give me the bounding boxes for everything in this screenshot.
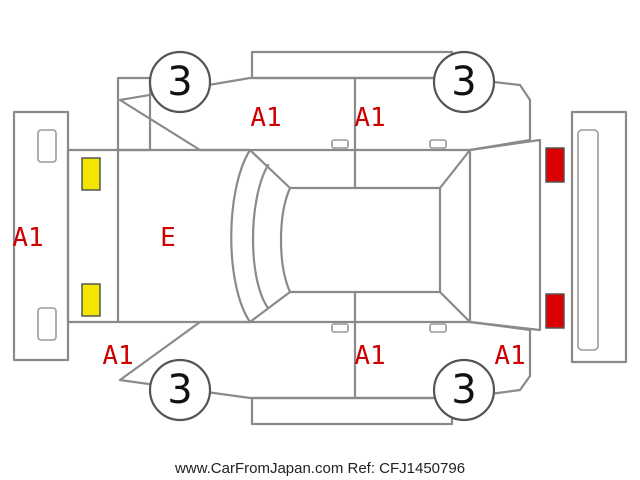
code-hood: E (160, 223, 176, 253)
front-lamp-upper (81, 157, 101, 191)
rear-lamp-upper (545, 147, 565, 183)
wheel-front-right: 3 (148, 358, 212, 422)
right-side-panels (118, 290, 532, 426)
front-lamp-lower (81, 283, 101, 317)
code-front-fender-right: A1 (102, 341, 133, 371)
wheel-rear-right: 3 (432, 358, 496, 422)
code-front-bumper: A1 (12, 223, 43, 253)
wheel-front-left: 3 (148, 50, 212, 114)
code-rear-door-left: A1 (354, 103, 385, 133)
code-front-door-left: A1 (250, 103, 281, 133)
wheel-rear-left-grade: 3 (451, 59, 476, 105)
code-front-door-right: A1 (354, 341, 385, 371)
front-bumper (12, 110, 70, 362)
code-rear-fender-right: A1 (494, 341, 525, 371)
rear-lamp-lower (545, 293, 565, 329)
wheel-rear-left: 3 (432, 50, 496, 114)
wheel-front-left-grade: 3 (167, 59, 192, 105)
car-body (66, 138, 542, 332)
footer-reference: www.CarFromJapan.com Ref: CFJ1450796 (174, 460, 465, 477)
wheel-front-right-grade: 3 (167, 367, 192, 413)
wheel-rear-right-grade: 3 (451, 367, 476, 413)
rear-bumper (570, 110, 628, 364)
